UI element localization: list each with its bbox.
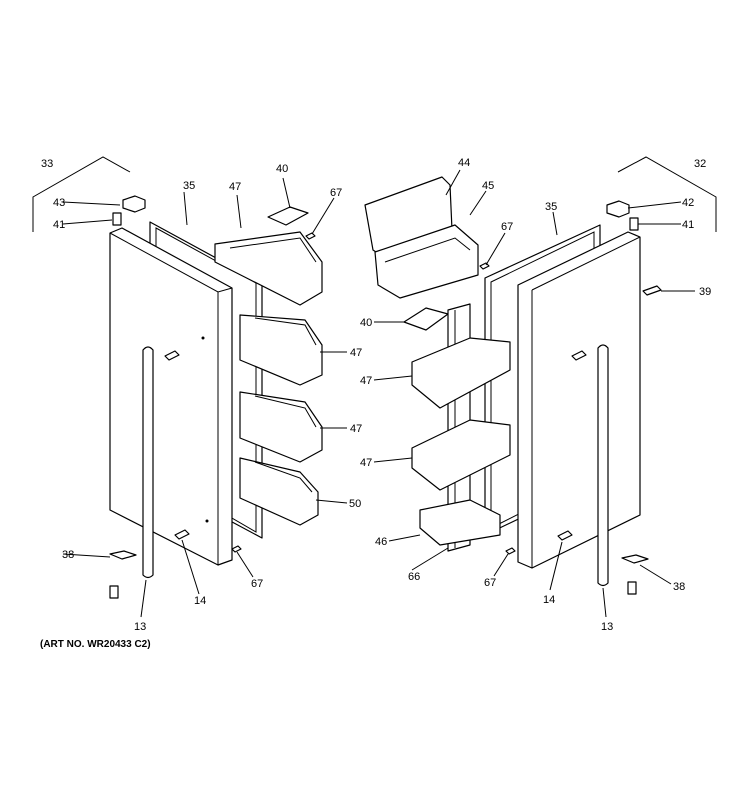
bin-cover-40 [267, 206, 309, 226]
callout-40: 40 [276, 163, 288, 175]
door-bin-50 [239, 457, 319, 526]
door-handle-13 [142, 346, 154, 579]
top-hinge-43 [122, 195, 146, 213]
callout-14-right: 14 [543, 594, 555, 606]
callout-13: 13 [134, 621, 146, 633]
callout-40-center: 40 [360, 317, 372, 329]
bottom-hinge-38-right [621, 554, 649, 564]
callout-42: 42 [682, 197, 694, 209]
callout-labels: 33 43 41 35 47 40 67 47 47 50 38 14 13 6… [40, 157, 711, 650]
callout-35-right: 35 [545, 201, 557, 213]
callout-38: 38 [62, 549, 74, 561]
handle-mount-right-upper [571, 350, 587, 361]
callout-35: 35 [183, 180, 195, 192]
top-hinge-42 [606, 200, 630, 218]
art-number: (ART NO. WR20433 C2) [40, 639, 151, 650]
handle-mount-14-right [557, 530, 573, 541]
door-bin-center-upper-47 [411, 337, 511, 409]
right-door-assembly [517, 156, 717, 595]
callout-47-mid: 47 [350, 347, 362, 359]
screw-67-lower [231, 545, 242, 553]
hinge-pin-bottom-right [627, 581, 637, 595]
shelf-46 [419, 499, 501, 546]
callout-47-top: 47 [229, 181, 241, 193]
callout-32: 32 [694, 158, 706, 170]
callout-67-top: 67 [330, 187, 342, 199]
door-bin-lower-47 [239, 391, 323, 463]
fresh-food-door-panel [517, 231, 641, 569]
callout-67-center: 67 [501, 221, 513, 233]
callout-43: 43 [53, 197, 65, 209]
bottom-hinge-38 [109, 550, 137, 560]
bin-cover-40-center [403, 307, 449, 331]
callout-47-center-low: 47 [360, 457, 372, 469]
freezer-door-panel [109, 227, 233, 566]
handle-mount-lower-14 [174, 529, 190, 540]
handle-mount-upper [164, 350, 180, 361]
callout-50: 50 [349, 498, 361, 510]
hinge-pin-bottom [109, 585, 119, 599]
screw-67-upper [305, 232, 316, 240]
door-bin-middle-47 [239, 314, 323, 386]
callout-33: 33 [41, 158, 53, 170]
callout-41-right: 41 [682, 219, 694, 231]
callout-38-right: 38 [673, 581, 685, 593]
callout-41: 41 [53, 219, 65, 231]
hinge-bushing-41 [112, 212, 122, 226]
screw-67-center [479, 262, 490, 270]
callout-47-center-up: 47 [360, 375, 372, 387]
left-door-assembly [32, 156, 323, 599]
callout-14: 14 [194, 595, 206, 607]
callout-bracket-33 [32, 156, 131, 232]
part-39 [642, 285, 662, 296]
door-handle-13-right [597, 344, 609, 587]
callout-45: 45 [482, 180, 494, 192]
callout-46: 46 [375, 536, 387, 548]
callout-bracket-32 [617, 156, 717, 232]
hinge-bushing-41-right [629, 217, 639, 231]
callout-47-low: 47 [350, 423, 362, 435]
screw-67-center-lower [505, 547, 516, 555]
callout-67-right: 67 [484, 577, 496, 589]
callout-66: 66 [408, 571, 420, 583]
leader-lines [62, 169, 695, 618]
callout-44: 44 [458, 157, 470, 169]
door-bin-center-lower-47 [411, 419, 511, 491]
door-bin-top-47 [214, 231, 323, 306]
callout-67-low: 67 [251, 578, 263, 590]
callout-13-right: 13 [601, 621, 613, 633]
door-bin-45 [374, 224, 479, 299]
callout-39: 39 [699, 286, 711, 298]
